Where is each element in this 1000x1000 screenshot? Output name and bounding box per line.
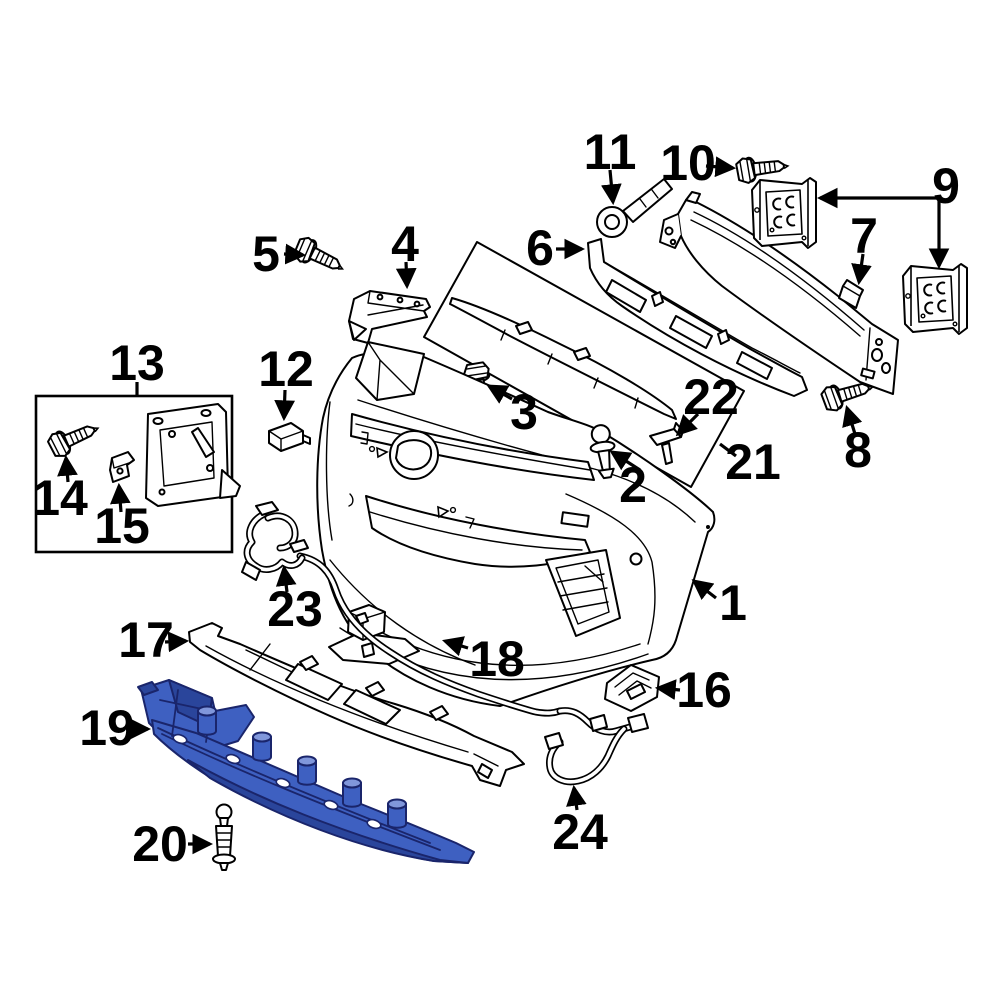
callout-13-label: 13 — [109, 335, 165, 391]
part-12-clip-drawing — [268, 422, 311, 452]
callout-21-line — [719, 442, 737, 458]
part-21-support-panel-drawing — [423, 241, 745, 488]
callout-10-label: 10 — [660, 135, 716, 191]
part-13-license-bracket-group — [34, 394, 241, 554]
callout-18-arrow — [442, 636, 469, 657]
callout-15-label: 15 — [94, 498, 150, 554]
callout-21-label: 21 — [725, 434, 781, 490]
callout-22-arrow — [675, 412, 700, 437]
callout-23-arrow — [275, 564, 297, 593]
callout-14-arrow — [57, 454, 78, 483]
part-6-energy-absorber-drawing — [587, 238, 808, 397]
callout-22-label: 22 — [683, 369, 739, 425]
callout-12-arrow — [274, 389, 296, 422]
cover-holes — [172, 733, 382, 830]
part-9-side-bracket-right-drawing — [902, 263, 968, 335]
callout-6-label: 6 — [526, 220, 554, 276]
part-5-bolt-drawing — [290, 233, 350, 281]
part-9-side-bracket-left-drawing — [751, 177, 817, 249]
part-16-retainer-drawing — [604, 664, 660, 712]
callout-10-arrow — [705, 156, 737, 178]
callout-4-arrow — [395, 261, 417, 290]
callout-arrows — [57, 156, 950, 855]
license-plate-bracket-drawing — [145, 403, 241, 507]
callout-7-label: 7 — [850, 208, 878, 264]
part-15-clip-drawing — [109, 451, 135, 483]
callout-2-arrow — [609, 450, 641, 472]
callout-24-label: 24 — [552, 804, 608, 860]
callout-19-label: 19 — [79, 700, 135, 756]
callout-24-arrow — [566, 784, 587, 811]
callout-2-label: 2 — [619, 457, 647, 513]
part-24-wiring-harness-drawing — [544, 707, 649, 786]
part-23-wiring-harness-drawing — [241, 501, 564, 717]
part-1-bumper-cover-drawing — [316, 341, 716, 707]
part-2-clip-drawing — [589, 424, 616, 480]
part-4-bracket-drawing — [348, 290, 431, 344]
part-19-lower-cover-drawing — [137, 679, 475, 864]
callout-5-arrow — [283, 243, 307, 265]
callout-11-label: 11 — [584, 124, 637, 180]
callout-15-arrow — [109, 482, 131, 513]
callout-5-label: 5 — [252, 226, 280, 282]
callout-14-label: 14 — [32, 470, 88, 526]
part-7-reinforcement-bar-drawing — [659, 191, 899, 395]
callout-9-arrow — [816, 187, 950, 270]
part-11-tow-hook-drawing — [596, 178, 673, 238]
callout-1-arrow — [691, 579, 717, 601]
callout-3-arrow — [486, 384, 513, 404]
callout-3-label: 3 — [510, 384, 538, 440]
part-17-under-cover-drawing — [188, 622, 525, 787]
callout-18-label: 18 — [469, 631, 525, 687]
callout-16-arrow — [654, 679, 681, 700]
headlight-bracket-corner — [355, 341, 425, 401]
callout-1-label: 1 — [719, 575, 747, 631]
callout-23-label: 23 — [267, 581, 323, 637]
callout-9-label: 9 — [932, 158, 960, 214]
callout-17-arrow — [164, 631, 190, 653]
callout-11-arrow — [600, 169, 622, 206]
part-20-push-pin-drawing — [212, 803, 236, 871]
callout-20-label: 20 — [132, 816, 188, 872]
grille-trim-strip — [449, 297, 677, 420]
callout-8-arrow — [842, 405, 863, 435]
callout-4-label: 4 — [391, 216, 419, 272]
clip-towers — [197, 705, 407, 829]
callout-17-label: 17 — [118, 612, 174, 668]
callout-labels: 1 2 3 4 5 6 7 8 9 10 11 12 13 14 15 16 1… — [32, 124, 960, 872]
callout-8-label: 8 — [844, 422, 872, 478]
callout-12-label: 12 — [258, 341, 314, 397]
callout-16-label: 16 — [676, 662, 732, 718]
